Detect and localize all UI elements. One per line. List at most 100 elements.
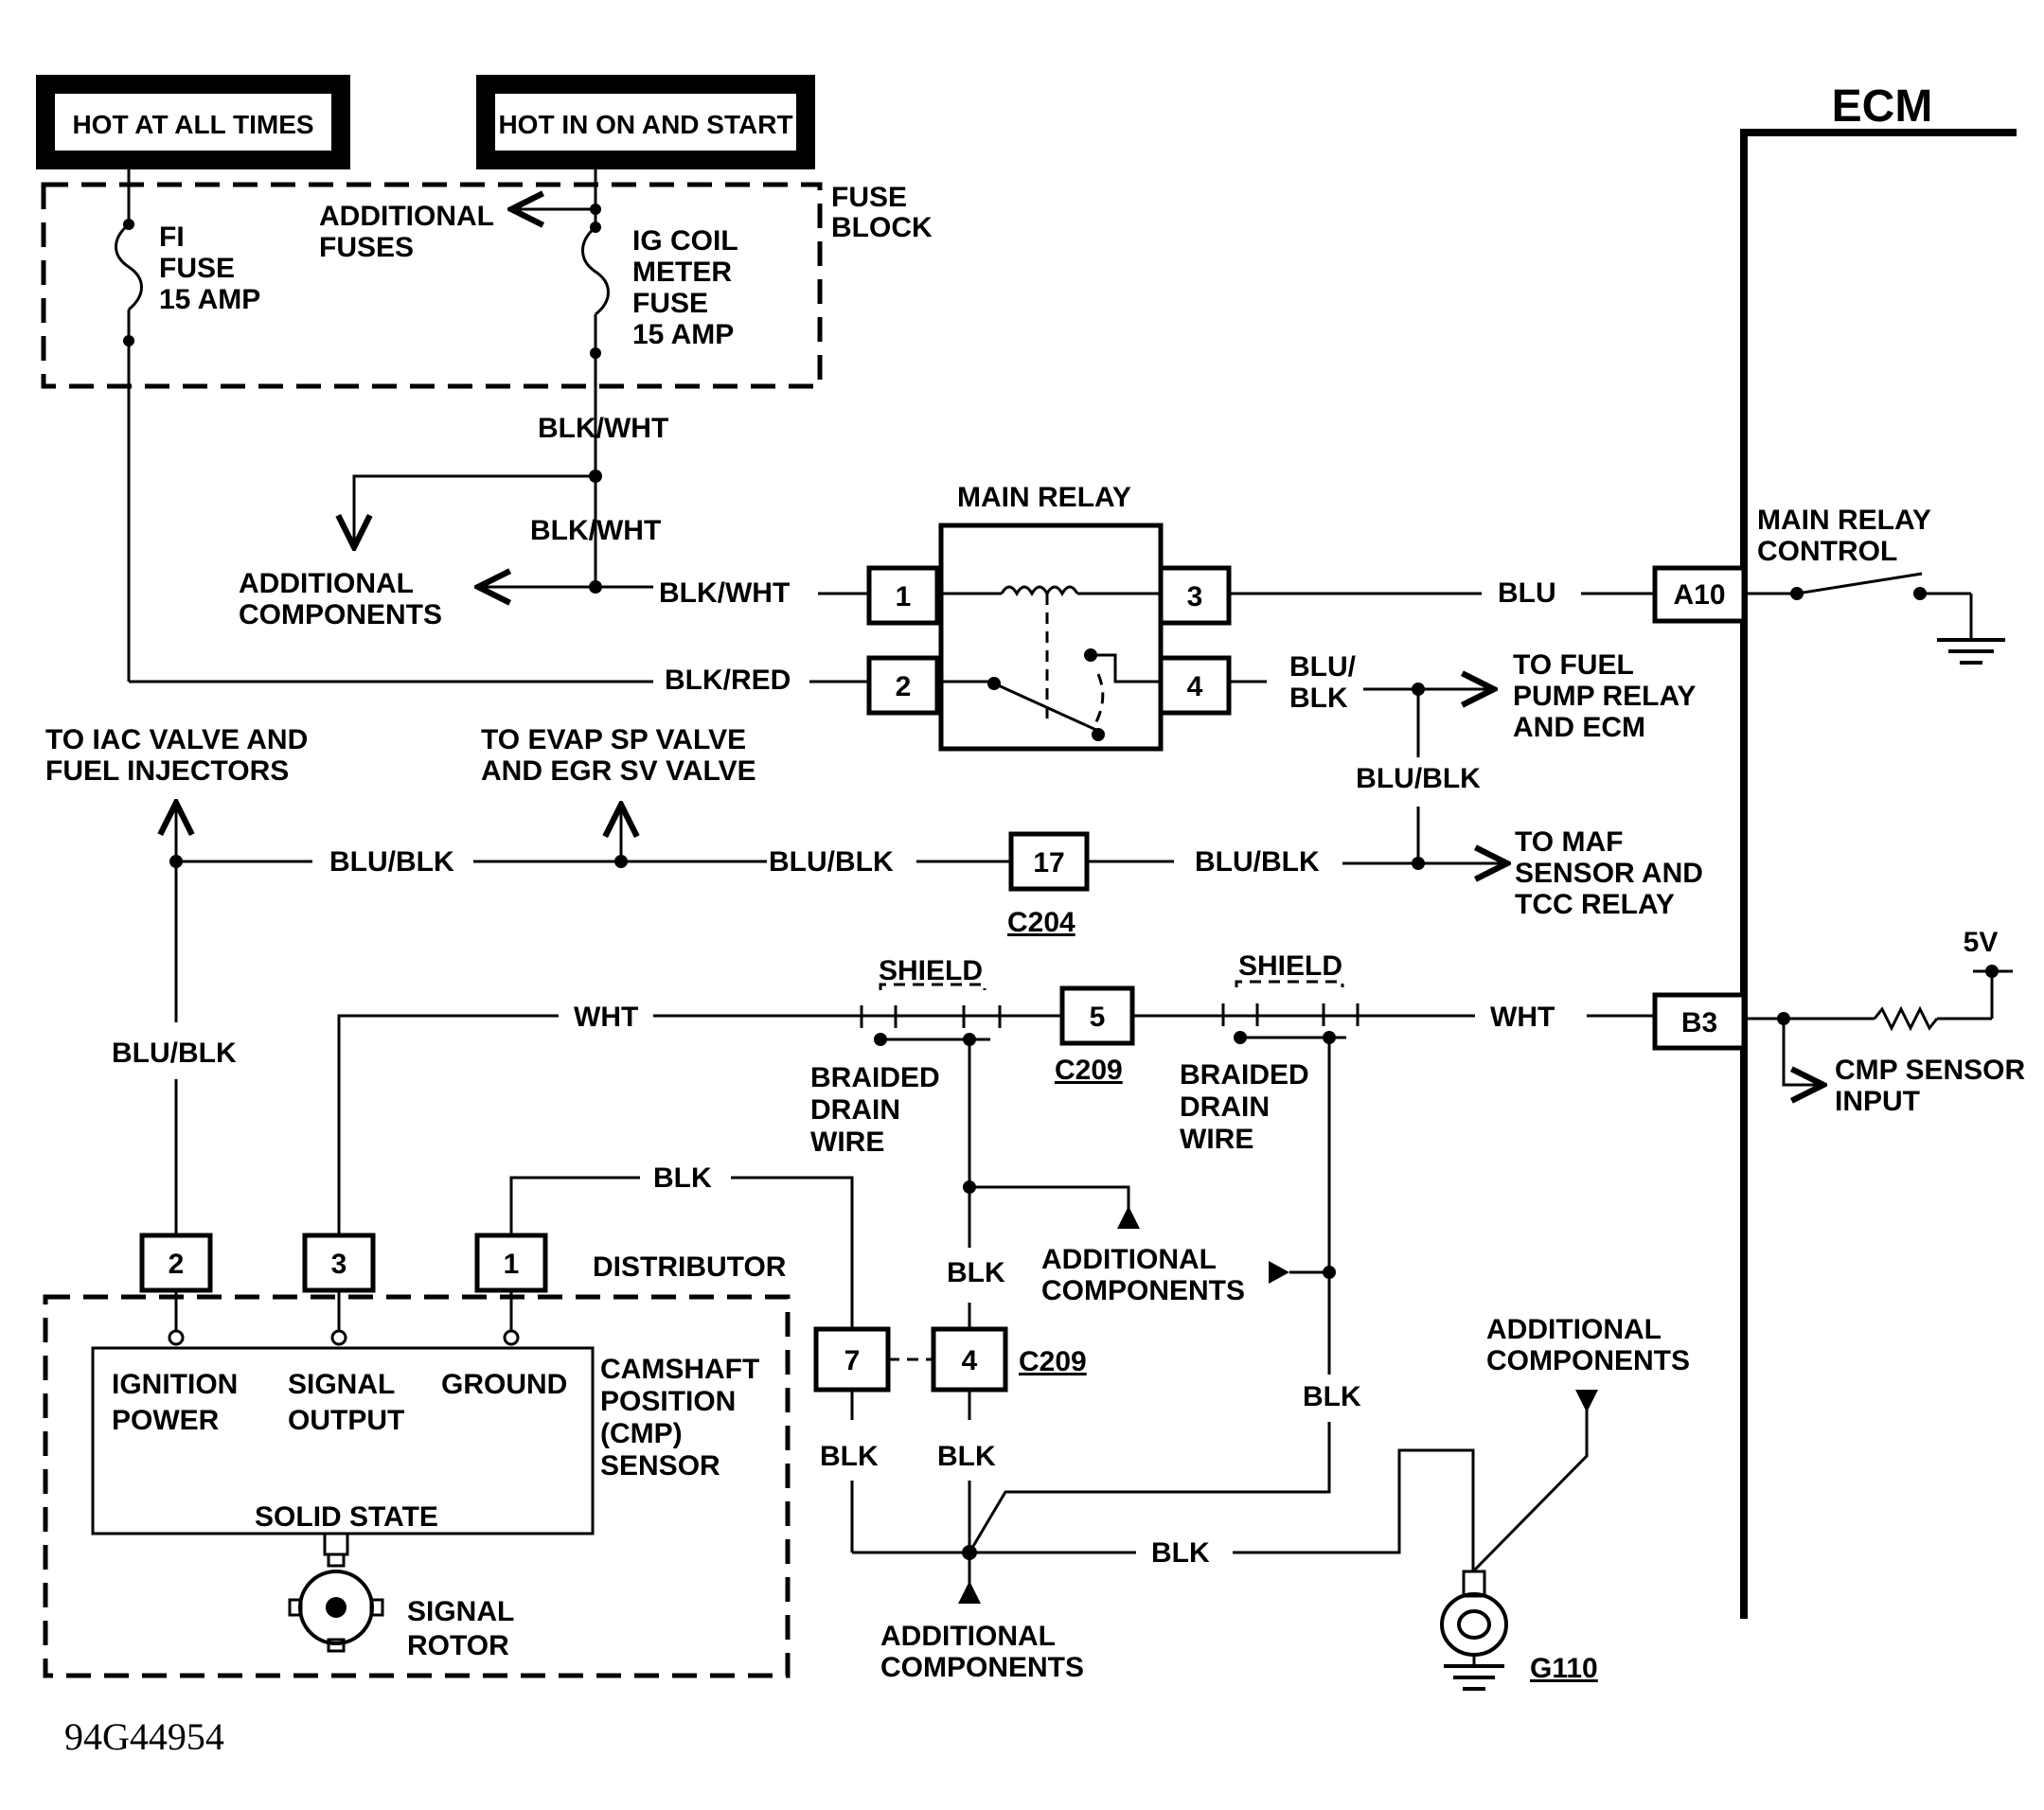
svg-text:SHIELD: SHIELD — [879, 955, 983, 986]
wire-label-blk-wht-relay: BLK/WHT — [659, 577, 790, 609]
additional-fuses-label-1: ADDITIONAL — [319, 201, 494, 232]
relay-switch-icon — [941, 648, 1161, 741]
ground-triangle — [1117, 1206, 1140, 1229]
c209-pin-5: 5 — [1059, 985, 1135, 1046]
signal-rotor-label-2: ROTOR — [407, 1630, 509, 1661]
wire-label-blu: BLU — [1498, 577, 1556, 609]
svg-text:A10: A10 — [1673, 579, 1725, 611]
ig-fuse-label-4: 15 AMP — [632, 319, 734, 350]
cmp-sensor-input-label-1: CMP SENSOR — [1835, 1055, 2025, 1086]
wire-label-blk-drain-left: BLK — [947, 1257, 1005, 1288]
additional-components-label-2a: ADDITIONAL — [1041, 1244, 1217, 1275]
evap-egr-label-1: TO EVAP SP VALVE — [481, 724, 746, 755]
main-relay-title: MAIN RELAY — [957, 482, 1131, 513]
distributor-title: DISTRIBUTOR — [593, 1251, 787, 1283]
additional-components-label-2b: COMPONENTS — [1041, 1275, 1245, 1306]
svg-text:17: 17 — [1033, 847, 1064, 878]
ground-g110-icon — [1440, 1570, 1508, 1691]
distributor-pin-1: 1 — [474, 1233, 548, 1293]
wire-label-blk-pin7: BLK — [820, 1441, 879, 1472]
relay-pin-3: 3 — [1158, 565, 1232, 626]
braided-drain-left-1: BRAIDED — [810, 1062, 940, 1093]
fuel-pump-relay-label-2: PUMP RELAY — [1513, 681, 1696, 712]
shield-right: SHIELD — [1221, 950, 1360, 1044]
iac-injectors-label-1: TO IAC VALVE AND — [45, 724, 308, 755]
main-relay-control-label-1: MAIN RELAY — [1757, 505, 1931, 536]
terminal-ground: GROUND — [441, 1369, 567, 1400]
fi-fuse-label-3: 15 AMP — [159, 284, 260, 315]
additional-components-label-1a: ADDITIONAL — [239, 568, 414, 599]
additional-components-label-1b: COMPONENTS — [239, 599, 442, 630]
wire-label-blk-wht-mid: BLK/WHT — [530, 515, 661, 546]
fi-fuse-label-1: FI — [159, 222, 185, 253]
shield-left: SHIELD — [860, 955, 1002, 1046]
svg-text:2: 2 — [169, 1249, 185, 1280]
iac-injectors-label-2: FUEL INJECTORS — [45, 755, 289, 787]
main-relay-control-label-2: CONTROL — [1757, 536, 1897, 567]
ig-coil-fuse-symbol — [511, 169, 610, 478]
braided-drain-left-3: WIRE — [810, 1127, 884, 1158]
fi-fuse-label-2: FUSE — [159, 253, 235, 284]
braided-drain-right-1: BRAIDED — [1180, 1059, 1309, 1091]
braided-drain-right-3: WIRE — [1180, 1124, 1253, 1155]
terminal-signal-2: OUTPUT — [288, 1405, 404, 1436]
wire-label-blu-blk-vertical-left: BLU/BLK — [112, 1038, 237, 1069]
fuel-pump-relay-label-3: AND ECM — [1513, 712, 1645, 743]
c204-pin-17: 17 — [1008, 831, 1090, 892]
solid-state-label: SOLID STATE — [255, 1501, 438, 1533]
ecm-boundary — [1740, 129, 2017, 1619]
wire-label-blk-bus: BLK — [1151, 1537, 1210, 1569]
fuel-pump-relay-label-1: TO FUEL — [1513, 649, 1634, 681]
cmp-sensor-input-label-2: INPUT — [1835, 1086, 1920, 1117]
ig-fuse-label-2: METER — [632, 257, 732, 288]
main-relay-body — [938, 523, 1164, 752]
fuse-block-title-line1: FUSE — [831, 182, 907, 213]
additional-components-label-3a: ADDITIONAL — [880, 1621, 1056, 1652]
hot-at-all-times-label: HOT AT ALL TIMES — [72, 110, 313, 139]
svg-text:1: 1 — [504, 1249, 520, 1280]
relay-pin-2: 2 — [866, 655, 940, 716]
ecm-title: ECM — [1832, 81, 1933, 132]
relay-coil-icon — [941, 585, 1161, 724]
ecm-pin-a10: A10 — [1652, 565, 1747, 624]
signal-rotor-icon — [288, 1532, 384, 1653]
ecm-pin-b3: B3 — [1652, 992, 1747, 1051]
additional-fuses-label-2: FUSES — [319, 232, 414, 263]
svg-text:7: 7 — [844, 1345, 861, 1376]
fuse-block-title-line2: BLOCK — [831, 212, 933, 243]
svg-text:3: 3 — [331, 1249, 347, 1280]
wire-label-blu-blk-2: BLU/BLK — [769, 846, 894, 878]
hot-at-all-times-box: HOT AT ALL TIMES — [36, 75, 350, 169]
c209-pin-7: 7 — [813, 1326, 891, 1393]
wire-label-blk-red: BLK/RED — [665, 665, 791, 696]
svg-text:1: 1 — [896, 581, 912, 612]
distributor-pin-3: 3 — [302, 1233, 376, 1293]
additional-components-label-4a: ADDITIONAL — [1486, 1314, 1662, 1345]
five-volt-label: 5V — [1964, 927, 1999, 958]
connector-c204-label: C204 — [1007, 907, 1075, 938]
ig-fuse-label-3: FUSE — [632, 288, 708, 319]
wire-label-blu-slash: BLU/ — [1289, 651, 1357, 683]
terminal-ignition-1: IGNITION — [112, 1369, 238, 1400]
relay-pin-1: 1 — [866, 565, 940, 626]
hot-in-on-start-box: HOT IN ON AND START — [476, 75, 815, 169]
svg-text:3: 3 — [1187, 581, 1203, 612]
wire-label-blk-wht-top: BLK/WHT — [538, 413, 668, 444]
signal-rotor-label-1: SIGNAL — [407, 1596, 514, 1627]
svg-text:2: 2 — [896, 671, 912, 702]
wire-label-blu-blk-vertical: BLU/BLK — [1356, 763, 1481, 794]
maf-tcc-label-2: SENSOR AND — [1515, 858, 1703, 889]
svg-text:B3: B3 — [1681, 1007, 1717, 1038]
additional-components-label-4b: COMPONENTS — [1486, 1345, 1690, 1376]
braided-drain-right-2: DRAIN — [1180, 1091, 1270, 1123]
svg-text:4: 4 — [962, 1345, 978, 1376]
figure-id: 94G44954 — [64, 1715, 224, 1758]
additional-components-label-3b: COMPONENTS — [880, 1652, 1084, 1683]
distributor-outline — [43, 1294, 791, 1678]
connector-c209-upper-label: C209 — [1055, 1055, 1123, 1086]
fuse-block-outline — [41, 182, 823, 389]
wire-label-wht-right: WHT — [1490, 1002, 1555, 1033]
distributor-pin-2: 2 — [139, 1233, 213, 1293]
cmp-sensor-name-3: (CMP) — [600, 1418, 683, 1449]
